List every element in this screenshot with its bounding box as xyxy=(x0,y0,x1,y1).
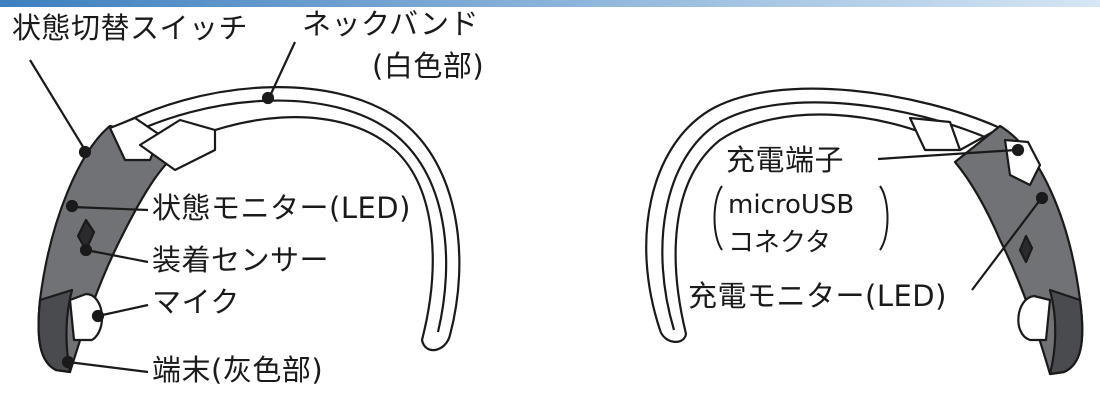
label-terminal: 端末(灰色部) xyxy=(152,353,324,387)
left-neckband xyxy=(108,86,461,352)
label-charge-detail-1: microUSB xyxy=(728,190,855,220)
right-leaders xyxy=(877,143,1049,291)
left-switch-box-2 xyxy=(138,118,217,172)
bracket-parens xyxy=(713,185,889,251)
label-charge-detail-2: コネクタ xyxy=(728,228,831,258)
left-terminal-front xyxy=(37,288,74,374)
top-gradient-bar xyxy=(0,0,1100,7)
left-leaders xyxy=(29,41,296,374)
label-state-monitor: 状態モニター(LED) xyxy=(152,191,411,225)
right-neckband xyxy=(645,87,1002,343)
label-charge-monitor: 充電モニター(LED) xyxy=(688,279,947,313)
label-neckband: ネックバンド xyxy=(302,7,480,41)
label-charge-terminal: 充電端子 xyxy=(726,143,845,177)
left-neckband-inner-line xyxy=(117,99,448,333)
right-device xyxy=(645,87,1084,376)
charge-terminal-detail: microUSB コネクタ xyxy=(700,184,890,258)
right-top-box xyxy=(908,116,962,152)
label-mic: マイク xyxy=(152,285,240,319)
left-device xyxy=(37,86,461,374)
right-terminal-front xyxy=(1048,288,1084,376)
right-mic xyxy=(1017,294,1052,342)
label-state-switch: 状態切替スイッチ xyxy=(12,11,249,45)
right-neckband-inner-line xyxy=(661,101,993,331)
label-wear-sensor: 装着センサー xyxy=(152,243,330,277)
right-sensor xyxy=(1018,234,1034,264)
label-neckband-sub: (白色部) xyxy=(372,49,485,83)
